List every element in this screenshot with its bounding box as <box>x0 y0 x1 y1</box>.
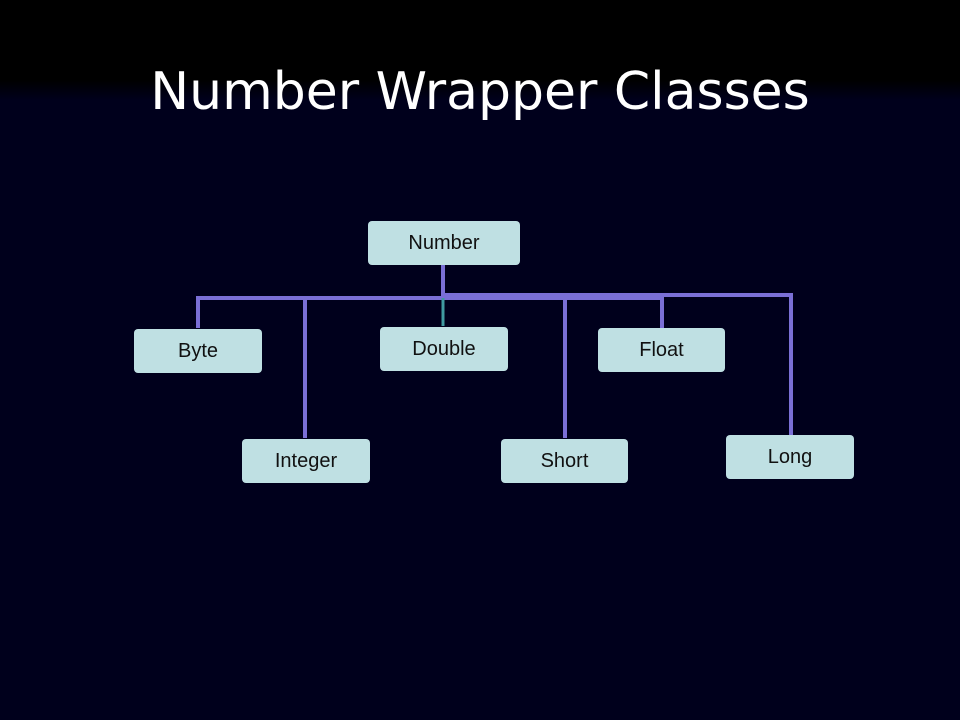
node-number: Number <box>368 221 520 265</box>
node-long: Long <box>726 435 854 479</box>
slide-title: Number Wrapper Classes <box>150 62 810 122</box>
node-integer: Integer <box>242 439 370 483</box>
node-short: Short <box>501 439 628 483</box>
node-double: Double <box>380 327 508 371</box>
node-byte: Byte <box>134 329 262 373</box>
node-float: Float <box>598 328 725 372</box>
